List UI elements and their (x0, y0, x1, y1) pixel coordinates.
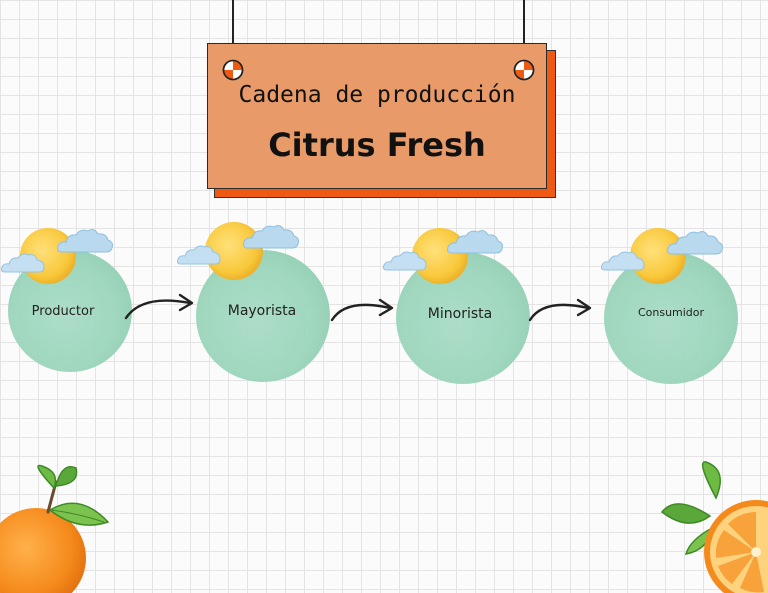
cloud-icon (667, 231, 723, 255)
orange-fruit-icon (0, 464, 110, 593)
title-sign: Cadena de producción Citrus Fresh (207, 43, 547, 189)
sun-icon (630, 228, 686, 284)
node-label-consumidor: Consumidor (637, 306, 705, 319)
orange-slice-icon (660, 461, 768, 593)
hanging-string-right (523, 0, 525, 66)
cloud-icon (600, 251, 645, 271)
arrow-right-icon (528, 298, 592, 322)
cloud-icon (57, 229, 113, 253)
diagram-subtitle: Citrus Fresh (268, 126, 486, 164)
arrow-right-icon (330, 298, 394, 322)
pin-icon (513, 59, 535, 81)
hanging-string-left (232, 0, 234, 66)
node-label-minorista: Minorista (427, 306, 493, 322)
node-label-productor: Productor (31, 304, 95, 319)
pin-icon (222, 59, 244, 81)
sun-icon (205, 222, 263, 280)
cloud-icon (243, 225, 299, 249)
cloud-icon (176, 245, 221, 265)
cloud-icon (382, 251, 427, 271)
cloud-icon (447, 230, 503, 254)
node-label-mayorista: Mayorista (227, 303, 297, 319)
diagram-title: Cadena de producción (238, 82, 516, 108)
arrow-right-icon (124, 293, 194, 320)
cloud-icon (0, 253, 45, 273)
